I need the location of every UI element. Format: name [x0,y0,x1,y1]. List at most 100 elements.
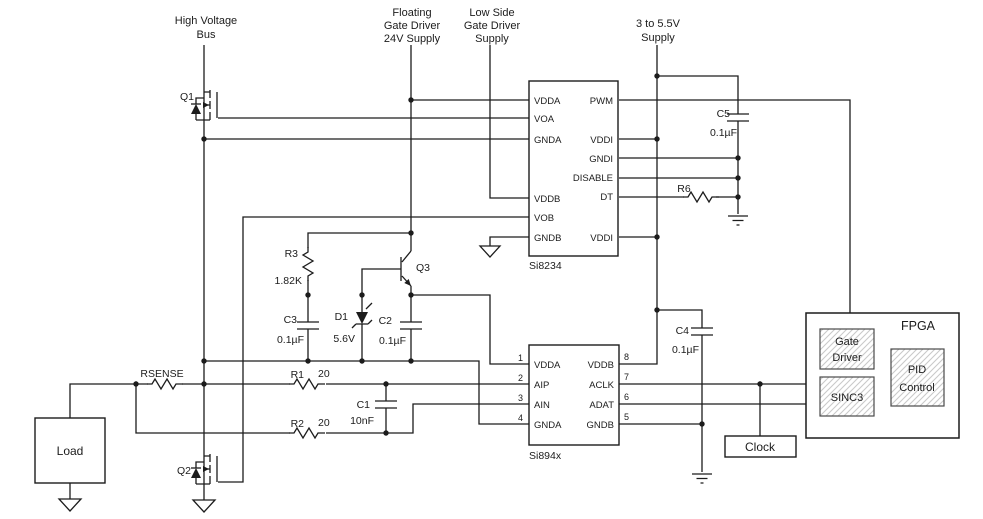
ic-name: Si894x [529,450,562,462]
resistor-r2 [289,426,325,440]
pin-label: AIP [534,380,549,391]
pin-label: VDDB [588,360,614,371]
low-side-supply-label: Supply [475,33,509,45]
junction-dot [305,292,311,298]
pin-label: GNDB [534,233,561,244]
pin-label: AIN [534,400,550,411]
ic-si894x: VDDA AIP AIN GNDA 1 2 3 4 VDDB ACLK ADAT… [518,344,629,462]
fpga-label: FPGA [901,319,936,333]
c3-value: 0.1µF [277,334,304,346]
junction-dots [133,73,763,436]
pin-label: VOA [534,114,555,125]
floating-supply-label: Floating [392,7,431,19]
ic-si8234-body [528,80,619,257]
load-body [34,417,106,484]
pin-label: VDDA [534,360,561,371]
wires [69,45,891,500]
wire-pwm-to-fpga [619,99,851,329]
transistor-q1 [191,88,218,122]
body-diode-icon [191,468,201,478]
earth-ground-icon [692,473,712,484]
capacitor-c1 [375,400,397,409]
pin-label: VOB [534,213,554,224]
c1-label: C1 [357,399,371,411]
junction-dot [133,381,139,387]
wire-low-side-supply [489,45,529,199]
q2-label: Q2 [177,465,191,477]
capacitor-c5 [727,113,749,122]
pin-number: 3 [518,393,523,403]
junction-dot [305,358,311,364]
pid-control-block [890,348,945,407]
pin-number: 2 [518,373,523,383]
logic-supply-label: Supply [641,32,675,44]
clock-block: Clock [724,435,797,458]
transistor-q3 [400,250,412,287]
pin-label: VDDB [534,194,560,205]
component-labels: Q1 Q2 Q3 RSENSE R1 20 R2 20 R3 1.82K R6 … [140,91,737,477]
d1-value: 5.6V [333,333,355,345]
wire-floating-ground [204,360,529,425]
c4-value: 0.1µF [672,344,699,356]
pid-control-label: PID [908,364,926,376]
junction-dot [408,97,414,103]
resistor-r3 [301,247,315,281]
pin-label: PWM [590,96,613,107]
c2-value: 0.1µF [379,335,406,347]
gate-driver-label: Driver [832,352,862,364]
wire-vdda-si894x [411,294,529,365]
rsense-label: RSENSE [140,368,183,380]
pin-label: ACLK [589,380,614,391]
junction-dot [201,358,207,364]
pin-number: 4 [518,413,523,423]
junction-dot [383,381,389,387]
pin-label: VDDI [590,135,613,146]
junction-dot [735,155,741,161]
floating-supply-label: 24V Supply [384,33,441,45]
pin-label: DISABLE [573,173,613,184]
c1-value: 10nF [350,415,374,427]
junction-dot [408,292,414,298]
junction-dot [735,175,741,181]
wire-r2-ain [135,384,529,434]
r2-label: R2 [291,418,305,430]
pin-label: GNDB [587,420,614,431]
c5-label: C5 [717,108,731,120]
pin-number: 5 [624,412,629,422]
junction-dot [201,136,207,142]
pin-label: DT [600,192,613,203]
sinc3-block [819,376,875,417]
pin-label: VDDI [590,233,613,244]
low-side-supply-label: Gate Driver [464,20,521,32]
body-diode-icon [191,104,201,114]
junction-dot [654,234,660,240]
capacitor-c3 [297,321,319,330]
logic-supply-label: 3 to 5.5V [636,18,681,30]
zener-diode-icon [356,312,368,324]
r1-label: R1 [291,369,305,381]
pin-number: 7 [624,372,629,382]
sinc3-label: SINC3 [831,392,863,404]
ground-icon [57,498,83,512]
junction-dot [654,73,660,79]
ground-icon [191,499,217,513]
q1-label: Q1 [180,91,194,103]
junction-dot [735,194,741,200]
pin-number: 6 [624,392,629,402]
resistors [147,190,719,440]
junction-dot [757,381,763,387]
npn-symbol [400,250,412,287]
c4-label: C4 [676,325,690,337]
gate-driver-block [819,328,875,370]
junction-dot [359,292,365,298]
wire-gndb-si8234 [489,236,529,246]
clock-body [724,435,797,458]
q3-label: Q3 [416,262,430,274]
capacitor-c2 [400,321,422,330]
low-side-supply-label: Low Side [469,7,514,19]
r1-value: 20 [318,368,330,380]
d1-label: D1 [335,311,349,323]
junction-dot [654,307,660,313]
capacitors [297,113,749,409]
c2-label: C2 [379,315,393,327]
